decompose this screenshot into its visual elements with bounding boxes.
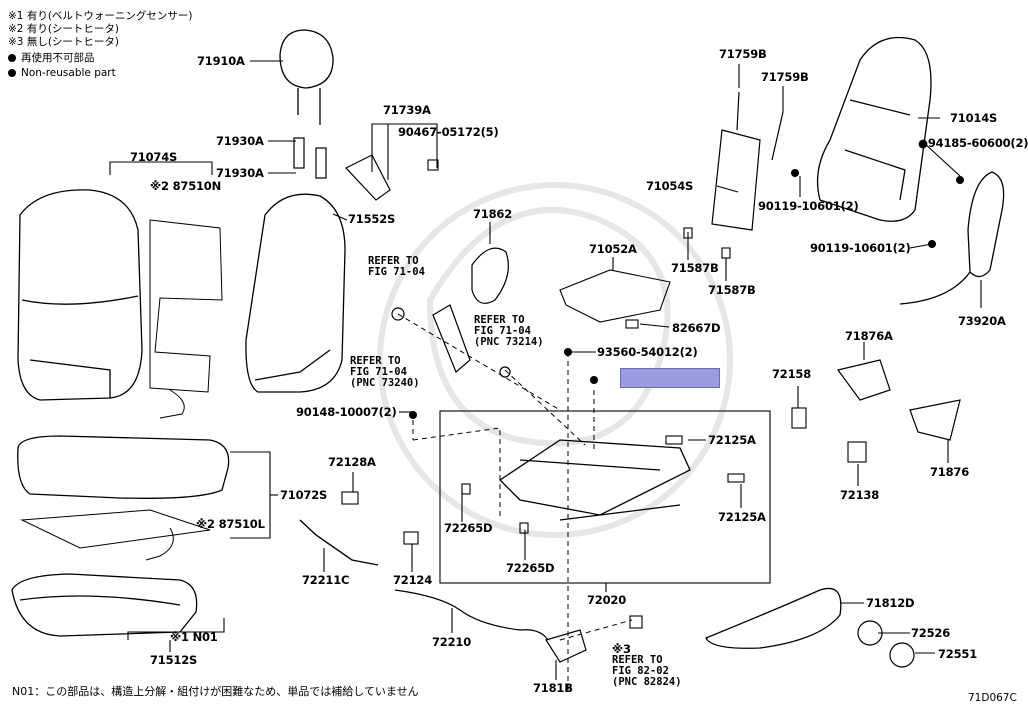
- belt-buckle-shape: [432, 304, 471, 373]
- part-label-72158[interactable]: 72158: [772, 367, 812, 381]
- legend-non-reusable-en: Non-reusable part: [21, 67, 116, 79]
- highlighted-callout[interactable]: [620, 368, 720, 388]
- part-label-72211C[interactable]: 72211C: [302, 573, 350, 587]
- cable-shape: [394, 589, 549, 641]
- seat-cushion-pad-shape: [11, 573, 198, 637]
- part-label-72128A[interactable]: 72128A: [328, 455, 376, 469]
- part-label-72265D[interactable]: 72265D: [506, 561, 555, 575]
- part-label-71759B[interactable]: 71759B: [719, 47, 767, 61]
- part-label-93560-54012[interactable]: 93560-54012(2): [597, 345, 698, 359]
- part-label-72020[interactable]: 72020: [587, 593, 627, 607]
- part-label-73920A[interactable]: 73920A: [958, 314, 1006, 328]
- part-label-72210[interactable]: 72210: [432, 635, 472, 649]
- part-label-71587B[interactable]: 71587B: [671, 261, 719, 275]
- part-label-90467-05172[interactable]: 90467-05172(5): [398, 125, 499, 139]
- part-label-71930A[interactable]: 71930A: [216, 134, 264, 148]
- cushion-heater-shape: [20, 509, 211, 561]
- knob-shape: [857, 620, 883, 646]
- bolts: [409, 169, 964, 419]
- seatback-cover-shape: [17, 189, 143, 401]
- rod-shape: [299, 519, 379, 566]
- seatback-pad-shape: [245, 193, 346, 393]
- seat-cushion-cover-shape: [17, 435, 230, 499]
- lumbar-support-shape: [559, 269, 671, 323]
- seat-belt-bracket-shape: [909, 399, 961, 441]
- part-label-71930A[interactable]: 71930A: [216, 166, 264, 180]
- part-label-72124[interactable]: 72124: [393, 573, 433, 587]
- non-reusable-dot-icon: [8, 69, 16, 77]
- watermark: [377, 182, 733, 538]
- nut-shape: [499, 366, 511, 378]
- side-airbag-shape: [899, 171, 1005, 305]
- seat-belt-bracket-a-shape: [836, 359, 891, 401]
- legend-note-1: ※1 有り(ベルトウォーニングセンサー): [8, 10, 193, 22]
- legend-note-3: ※3 無し(シートヒータ): [8, 36, 120, 48]
- part-label-71876[interactable]: 71876: [930, 465, 970, 479]
- part-label-71072S[interactable]: 71072S: [280, 488, 328, 502]
- part-label-90119-10601[interactable]: 90119-10601(2): [758, 199, 859, 213]
- seat-track-shape: [498, 439, 691, 521]
- part-label-87510N[interactable]: ※2 87510N: [150, 179, 222, 193]
- part-label-71876A[interactable]: 71876A: [845, 329, 893, 343]
- part-label-94185-60600[interactable]: ●94185-60600(2): [918, 136, 1028, 150]
- part-label-82667D[interactable]: 82667D: [672, 321, 721, 335]
- seatback-frame-shape: [816, 36, 932, 222]
- legend: ※1 有り(ベルトウォーニングセンサー) ※2 有り(シートヒータ) ※3 無し…: [8, 10, 193, 79]
- part-label-87510L[interactable]: ※2 87510L: [196, 517, 265, 531]
- knob-cap-shape: [889, 642, 915, 668]
- grommet-shape: [391, 307, 405, 321]
- part-label-72526[interactable]: 72526: [911, 626, 951, 640]
- part-label-71862[interactable]: 71862: [473, 207, 513, 221]
- part-label-note-3: ※3: [612, 642, 631, 656]
- part-label-71054S[interactable]: 71054S: [646, 179, 694, 193]
- part-label-72138[interactable]: 72138: [840, 488, 880, 502]
- part-label-71587B[interactable]: 71587B: [708, 283, 756, 297]
- part-label-71910A[interactable]: 71910A: [197, 54, 245, 68]
- part-label-71074S[interactable]: 71074S: [130, 150, 178, 164]
- footer-note: N01：この部品は、構造上分解・組付けが困難なため、単品では補給していません: [12, 685, 419, 698]
- part-label-71052A[interactable]: 71052A: [589, 242, 637, 256]
- part-label-71014S[interactable]: 71014S: [950, 111, 998, 125]
- bracket-shape: [545, 629, 587, 663]
- part-label-90119-10601[interactable]: 90119-10601(2): [810, 241, 911, 255]
- belt-guide-shape: [345, 154, 391, 201]
- recliner-shape: [711, 91, 784, 231]
- shield-cover-shape: [471, 247, 509, 304]
- non-reusable-dot-icon: [8, 53, 16, 62]
- part-label-7181B[interactable]: 7181B: [533, 681, 573, 695]
- part-label-71512S[interactable]: 71512S: [150, 653, 198, 667]
- part-label-71759B[interactable]: 71759B: [761, 70, 809, 84]
- seatback-heater-shape: [149, 219, 223, 419]
- headrest-shape: [279, 29, 334, 125]
- part-label-N01[interactable]: ※1 N01: [170, 630, 218, 644]
- part-label-71812D[interactable]: 71812D: [866, 596, 915, 610]
- part-label-71739A[interactable]: 71739A: [383, 103, 431, 117]
- part-label-72551[interactable]: 72551: [938, 647, 978, 661]
- part-label-72125A[interactable]: 72125A: [718, 510, 766, 524]
- figure-code: 71D067C: [968, 692, 1017, 704]
- part-label-72125A[interactable]: 72125A: [708, 433, 756, 447]
- legend-note-2: ※2 有り(シートヒータ): [8, 23, 120, 35]
- part-label-90148-10007[interactable]: 90148-10007(2): [296, 405, 397, 419]
- legend-non-reusable-jp: 再使用不可部品: [21, 52, 95, 64]
- part-label-72265D[interactable]: 72265D: [444, 521, 493, 535]
- side-shield-shape: [705, 587, 842, 649]
- part-label-71552S[interactable]: 71552S: [348, 212, 396, 226]
